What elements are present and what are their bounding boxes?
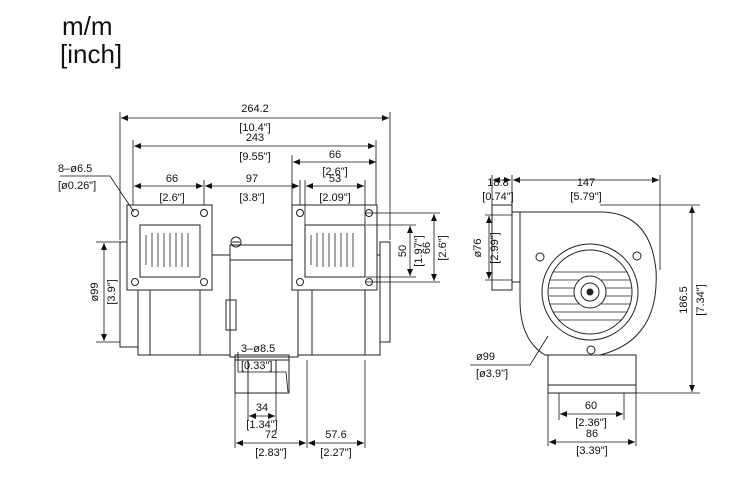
unit-metric-label: m/m: [62, 11, 113, 41]
side-body-dia-mm: ø99: [476, 351, 495, 363]
side-dimension-labels: 18.8 [0.74"] 147 [5.79"] ø76 [2.99"] 186…: [472, 177, 707, 457]
motor-body: [229, 244, 299, 358]
flange-hole: [200, 209, 208, 217]
outlet-height-in: [1.97"]: [413, 235, 425, 266]
left-outlet-opening: [139, 224, 201, 278]
hole-span-mm: 243: [246, 132, 264, 144]
side-body-dia-in: [ø3.9"]: [476, 368, 508, 380]
left-flange-in: [2.6"]: [159, 192, 184, 204]
foot-offset-mm: 57.6: [325, 429, 346, 441]
left-outlet-flange: [126, 204, 213, 291]
side-height-mm: 186.5: [678, 286, 690, 314]
foot-slot-mm: 34: [256, 402, 268, 414]
foot-width-in: [2.83"]: [255, 447, 286, 459]
front-view: [119, 204, 391, 394]
front-dimension-lines: [60, 112, 440, 448]
flange-hole: [296, 278, 304, 286]
motor-screw: [230, 236, 242, 248]
side-base-inner-in: [2.36"]: [575, 417, 606, 429]
right-side-plate: [379, 241, 391, 343]
side-screw: [586, 345, 596, 355]
scroll-housing: [519, 211, 657, 356]
side-screw: [632, 251, 642, 261]
inlet-dia-mm: ø76: [472, 239, 484, 258]
right-impeller-blades: [310, 233, 354, 267]
side-width-mm: 147: [577, 177, 595, 189]
flange-hole: [296, 209, 304, 217]
side-screw: [535, 252, 545, 262]
overall-width-mm: 264.2: [241, 103, 269, 115]
left-impeller-blades: [145, 233, 189, 267]
foot-width-mm: 72: [265, 429, 277, 441]
body-dia-in: [3.9"]: [106, 279, 118, 304]
flange-height-in: [2.6"]: [437, 235, 449, 260]
mounting-foot: [234, 354, 290, 394]
side-depth-in: [0.74"]: [482, 191, 513, 203]
side-width-in: [5.79"]: [570, 191, 601, 203]
mount-holes-mm: 3–ø8.5: [241, 343, 275, 355]
side-dimension-lines: [470, 175, 700, 446]
flange-hole: [200, 278, 208, 286]
right-outlet-in: [2.09"]: [319, 192, 350, 204]
side-base-outer-mm: 86: [586, 428, 598, 440]
foot-slot-in: [1.34"]: [246, 419, 277, 431]
front-dimension-labels: 264.2 [10.4"] 243 [9.55"] 66 [2.6"] 53 […: [58, 103, 449, 459]
inlet-dia-in: [2.99"]: [489, 232, 501, 263]
flange-hole: [131, 209, 139, 217]
right-flange-mm: 66: [329, 149, 341, 161]
side-height-in: [7.34"]: [695, 284, 707, 315]
side-depth-mm: 18.8: [487, 177, 508, 189]
right-outlet-flange: [291, 204, 378, 291]
overall-width-in: [10.4"]: [239, 122, 270, 134]
side-base-outer-in: [3.39"]: [576, 445, 607, 457]
side-base: [547, 354, 637, 394]
body-dia-mm: ø99: [89, 283, 101, 302]
left-flange-mm: 66: [166, 173, 178, 185]
motor-connector: [225, 299, 237, 331]
side-base-inner-mm: 60: [585, 400, 597, 412]
flange-gap-in: [3.8"]: [239, 192, 264, 204]
right-outlet-opening: [304, 224, 366, 278]
outlet-height-mm: 50: [397, 245, 409, 257]
side-view: [491, 204, 657, 394]
foot-offset-in: [2.27"]: [320, 447, 351, 459]
holes-in: [ø0.26"]: [58, 180, 96, 192]
mount-holes-in: [0.33"]: [241, 360, 272, 372]
holes-mm: 8–ø6.5: [58, 163, 92, 175]
hole-span-in: [9.55"]: [239, 151, 270, 163]
unit-imperial-label: [inch]: [60, 39, 123, 69]
right-outlet-mm: 53: [329, 173, 341, 185]
flange-hole: [131, 278, 139, 286]
right-flange-in: [2.6"]: [322, 166, 347, 178]
inlet-ring: [541, 243, 639, 341]
flange-height-mm: 66: [421, 242, 433, 254]
flange-gap-mm: 97: [246, 173, 258, 185]
